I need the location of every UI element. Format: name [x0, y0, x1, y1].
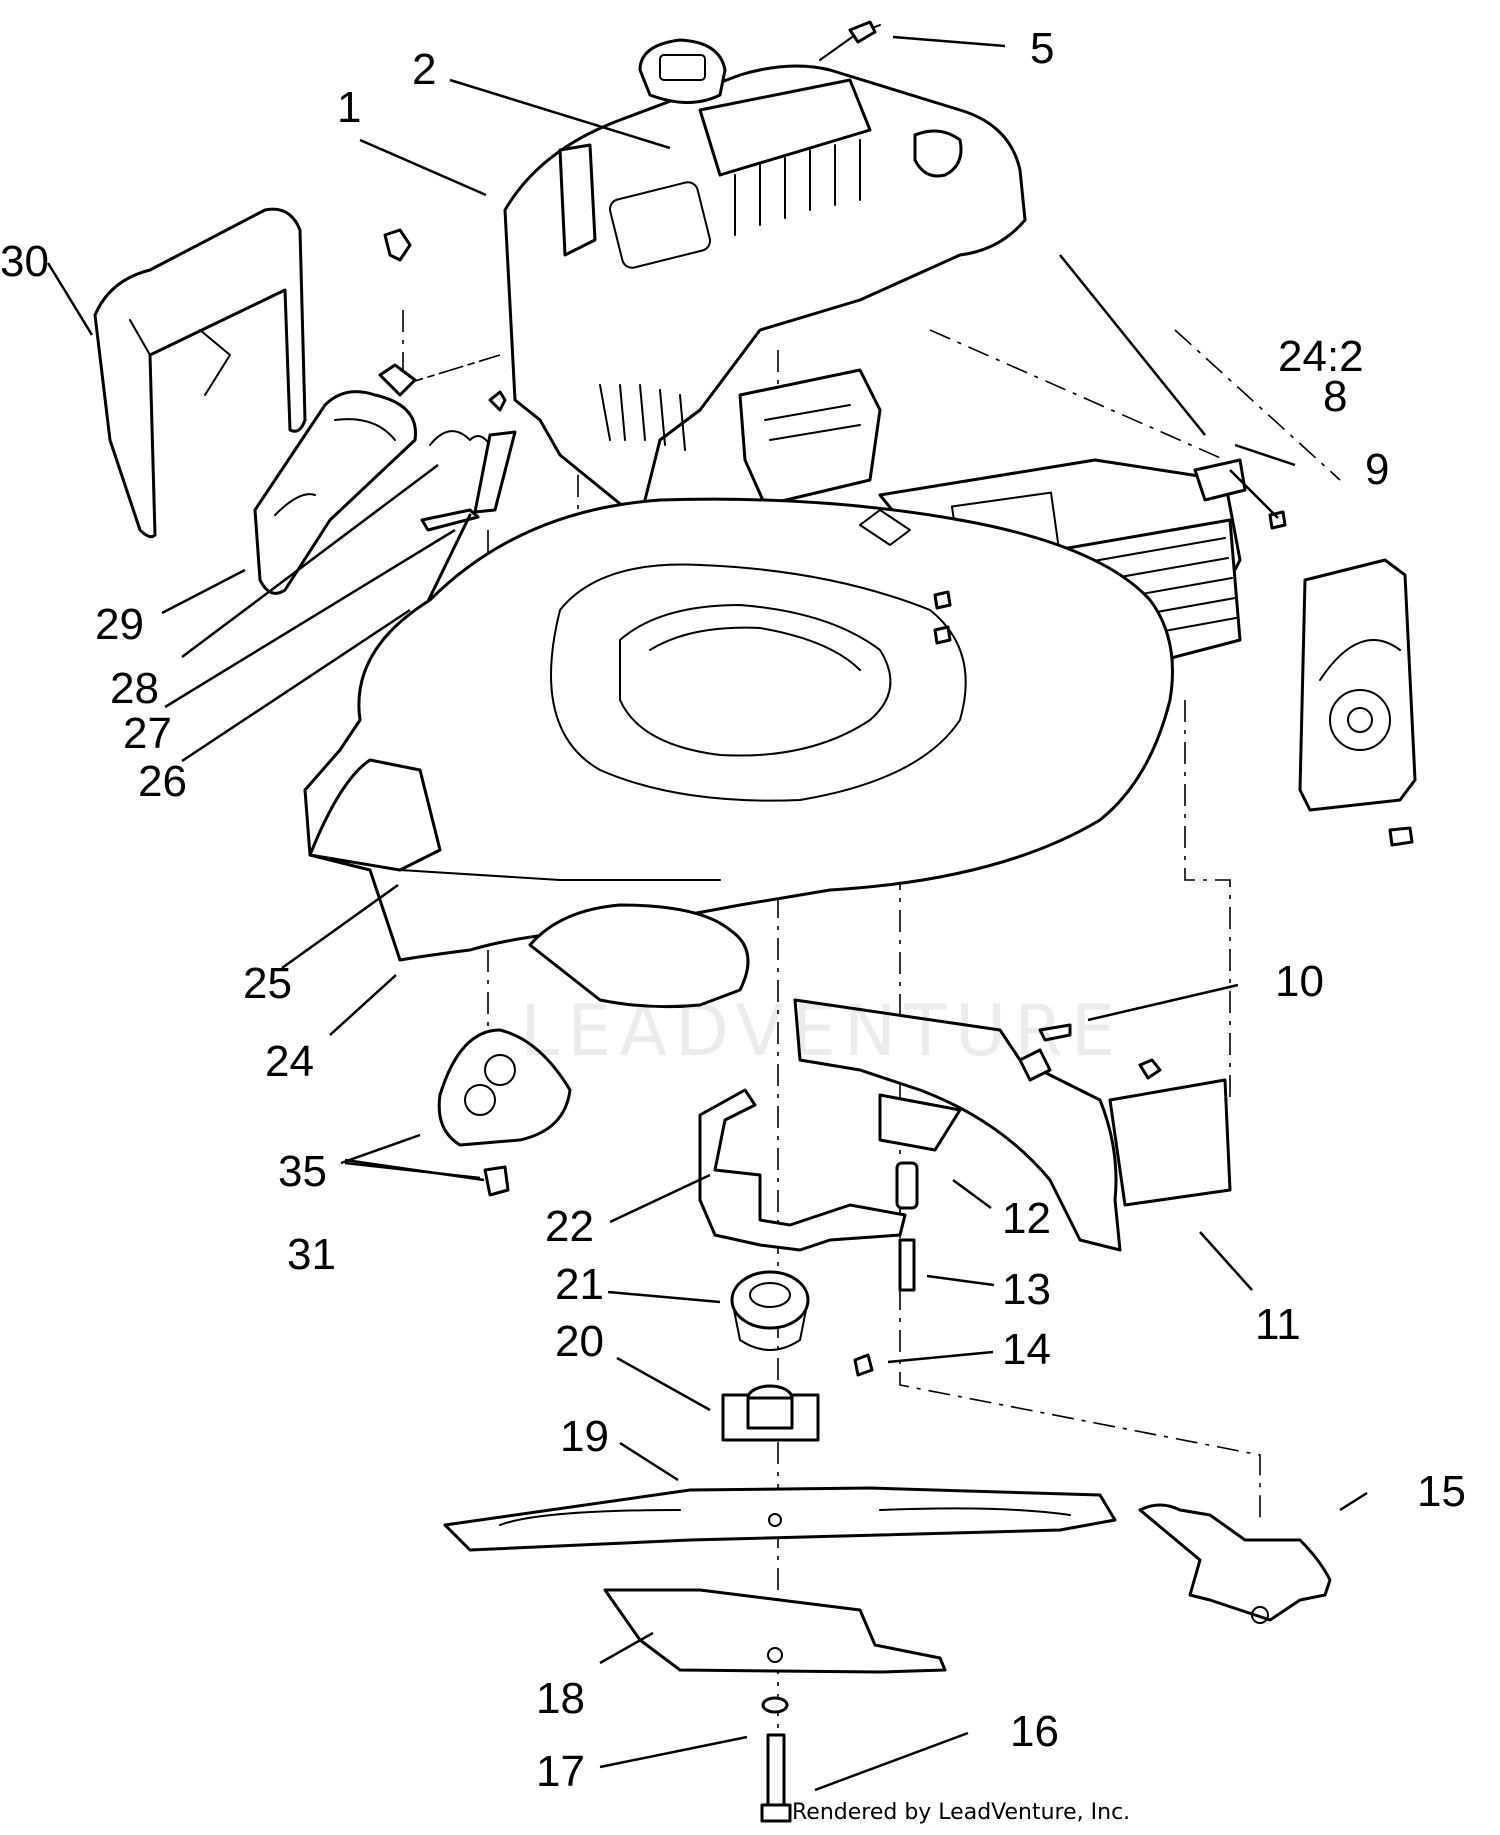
callout-30: 30: [0, 237, 49, 286]
callout-28: 28: [110, 664, 159, 713]
callout-31: 31: [287, 1230, 336, 1279]
wheel-bracket: [1298, 558, 1417, 847]
callout-19: 19: [560, 1412, 609, 1461]
callout-11: 11: [1255, 1300, 1301, 1349]
callout-35: 35: [278, 1147, 327, 1196]
callout-22: 22: [545, 1202, 594, 1251]
callout-2: 2: [412, 45, 437, 94]
callout-20: 20: [555, 1317, 604, 1366]
throttle-cable: [819, 20, 881, 61]
callout-18: 18: [536, 1674, 585, 1723]
callout-15: 15: [1417, 1467, 1466, 1516]
door-hardware: [378, 228, 517, 630]
callout-10: 10: [1275, 957, 1324, 1006]
callout-29: 29: [95, 600, 144, 649]
blade-adapter: [721, 1384, 820, 1442]
callout-26: 26: [138, 757, 187, 806]
mulching-blade: [603, 1588, 947, 1674]
callout-12: 12: [1002, 1194, 1051, 1243]
bearing: [730, 1270, 810, 1351]
callout-24-2: 24:2: [1278, 332, 1364, 381]
mulch-baffle: [698, 1088, 907, 1252]
callout-14: 14: [1002, 1325, 1051, 1374]
callout-13: 13: [1002, 1265, 1051, 1314]
blade: [443, 1486, 1117, 1552]
grille-screw: [933, 510, 1287, 645]
front-wheel-cover: [437, 1028, 572, 1197]
grass-bag-frame: [93, 207, 307, 539]
callout-24: 24: [265, 1037, 314, 1086]
callout-5: 5: [1030, 24, 1055, 73]
callout-21: 21: [555, 1260, 604, 1309]
rear-discharge-flap: [793, 998, 1232, 1252]
callout-9: 9: [1365, 445, 1390, 494]
callout-16: 16: [1010, 1707, 1059, 1756]
baffle-bolt: [895, 1161, 919, 1292]
screw: [853, 1353, 874, 1377]
callout-25: 25: [243, 959, 292, 1008]
blade-bolt: [760, 1696, 792, 1823]
mower-deck: [303, 497, 1174, 1009]
side-discharge-chute: [1138, 1503, 1332, 1624]
engine: [503, 38, 1027, 522]
callout-8: 8: [1323, 372, 1348, 421]
rear-door: [253, 390, 417, 595]
callout-27: 27: [123, 709, 172, 758]
watermark: LEADVENTURE: [520, 990, 1124, 1072]
callout-17: 17: [536, 1747, 585, 1796]
callout-1: 1: [337, 83, 362, 132]
leader-lines: [46, 35, 1368, 1792]
render-credit: Rendered by LeadVenture, Inc.: [792, 1800, 1131, 1825]
